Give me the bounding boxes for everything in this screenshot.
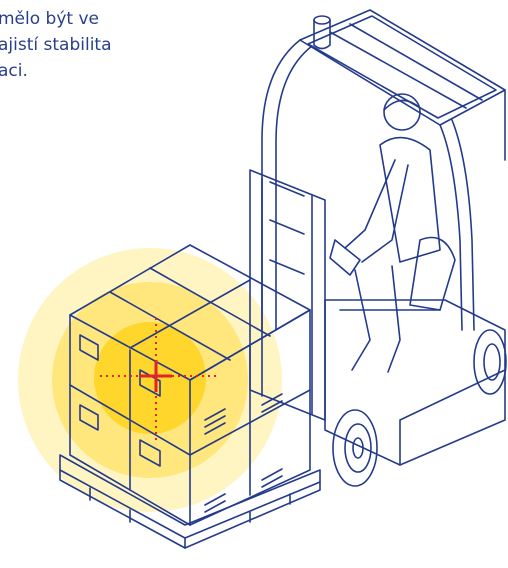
caption-line-2: ajistí stabilita [0,35,112,55]
caption-text: mělo být ve ajistí stabilita aci. [0,6,170,84]
caption-line-3: aci. [0,61,28,81]
center-of-gravity-glow [18,248,282,512]
caption-line-1: mělo být ve [0,9,99,29]
forklift-illustration [249,9,507,487]
crosshair-icon [100,318,218,440]
stacked-boxes-on-pallet [59,244,321,549]
